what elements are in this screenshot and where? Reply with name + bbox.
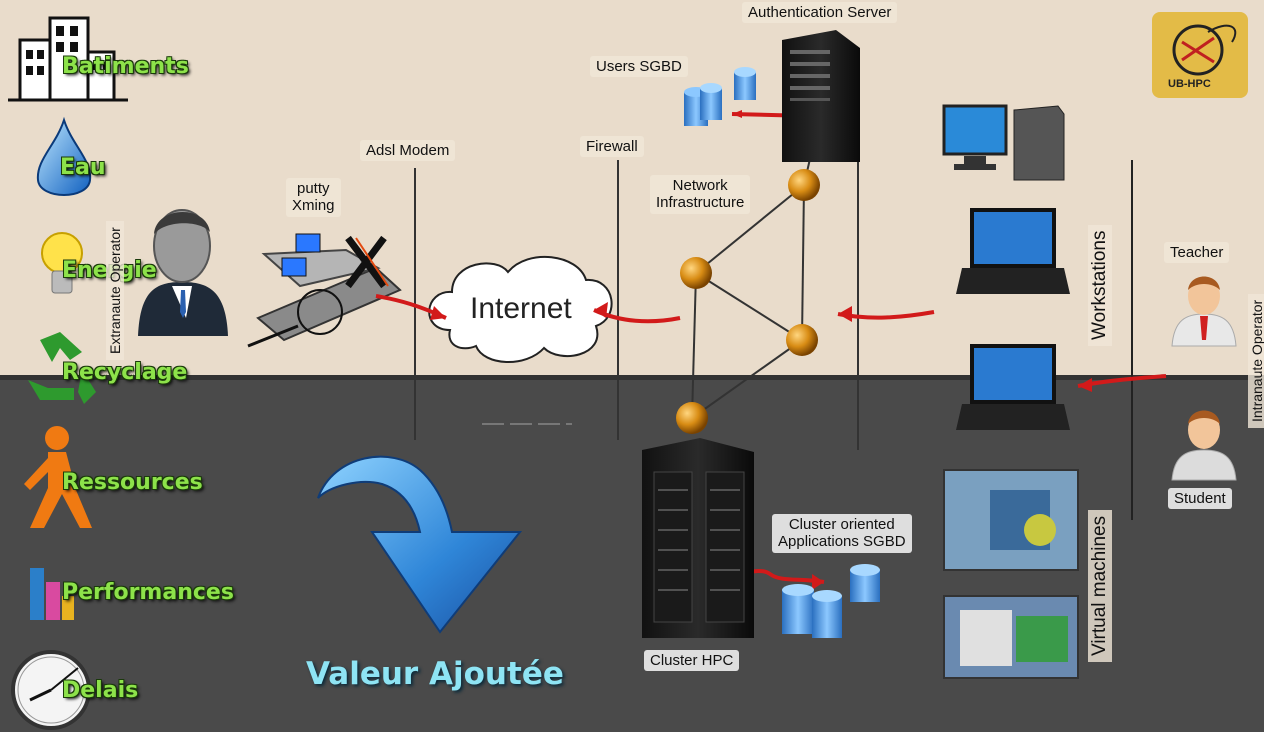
value-added-title: Valeur Ajoutée [306, 656, 564, 692]
cluster-applications-sgbd-label: Cluster oriented Applications SGBD [772, 514, 912, 553]
applications-sgbd-label: Applications SGBD [778, 533, 906, 551]
teacher-label: Teacher [1164, 242, 1230, 264]
value-added-arrow-icon [317, 455, 523, 634]
cluster-oriented-label: Cluster oriented [788, 516, 895, 533]
network-node-icon [788, 169, 820, 201]
laptop-putty-xming-icon [247, 233, 402, 348]
category-label-performances: Performances [62, 580, 234, 605]
logo-text: UB-HPC [1168, 78, 1211, 90]
category-label-eau: Eau [60, 155, 106, 180]
light-bulb-icon [41, 232, 83, 294]
category-label-recyclage: Recyclage [62, 360, 188, 385]
putty-xming-label: putty Xming [286, 178, 341, 217]
virtual-machines-label: Virtual machines [1088, 509, 1112, 662]
intranaute-operator-label: Intranaute Operator [1248, 293, 1264, 428]
zone-divider [0, 375, 1264, 380]
firewall-label: Firewall [580, 136, 644, 158]
person-walking-icon [24, 426, 92, 528]
student-avatar-icon [1171, 410, 1237, 481]
network-label: Network [672, 177, 728, 194]
users-sgbd-label: Users SGBD [590, 56, 688, 78]
laptop-icon [956, 208, 1070, 294]
adsl-modem-label: Adsl Modem [360, 140, 456, 162]
laptop-icon [956, 344, 1070, 430]
logo-emblem-icon [1172, 24, 1237, 76]
virtual-machine-screen-icon [943, 469, 1079, 571]
building-icon [8, 16, 128, 102]
category-label-delais: Delais [62, 678, 139, 703]
internet-cloud-icon [428, 255, 613, 363]
category-label-ressources: Ressources [62, 470, 203, 495]
network-nodes [676, 169, 820, 434]
workstations-label: Workstations [1088, 224, 1112, 346]
network-infrastructure-label: Network Infrastructure [650, 175, 751, 214]
clock-icon [11, 650, 91, 730]
authentication-server-icon [782, 30, 860, 162]
recycle-icon [28, 332, 96, 404]
extranaute-operator-label: Extranaute Operator [106, 221, 124, 360]
category-label-batiments: Batiments [62, 54, 189, 79]
ub-hpc-logo [1152, 12, 1248, 98]
authentication-server-label: Authentication Server [742, 2, 898, 24]
internet-label: Internet [470, 292, 572, 325]
teacher-avatar-icon [1171, 276, 1237, 347]
water-drop-icon [36, 116, 92, 196]
network-node-icon [680, 257, 712, 289]
xming-label: Xming [292, 197, 335, 215]
putty-label: putty [297, 180, 330, 197]
bar-chart-icon [30, 568, 74, 620]
users-database-icon [684, 67, 756, 126]
extranaute-operator-figure [138, 209, 228, 336]
network-node-icon [786, 324, 818, 356]
cluster-database-icon [782, 564, 880, 638]
cluster-hpc-icon [642, 438, 754, 638]
virtual-machine-screen-icon [943, 595, 1079, 679]
cluster-hpc-label: Cluster HPC [644, 650, 740, 672]
arrow-heads [430, 110, 1092, 590]
network-node-icon [676, 402, 708, 434]
desktop-computer-icon [942, 104, 1065, 181]
student-label: Student [1168, 488, 1232, 510]
infrastructure-label: Infrastructure [656, 194, 745, 212]
